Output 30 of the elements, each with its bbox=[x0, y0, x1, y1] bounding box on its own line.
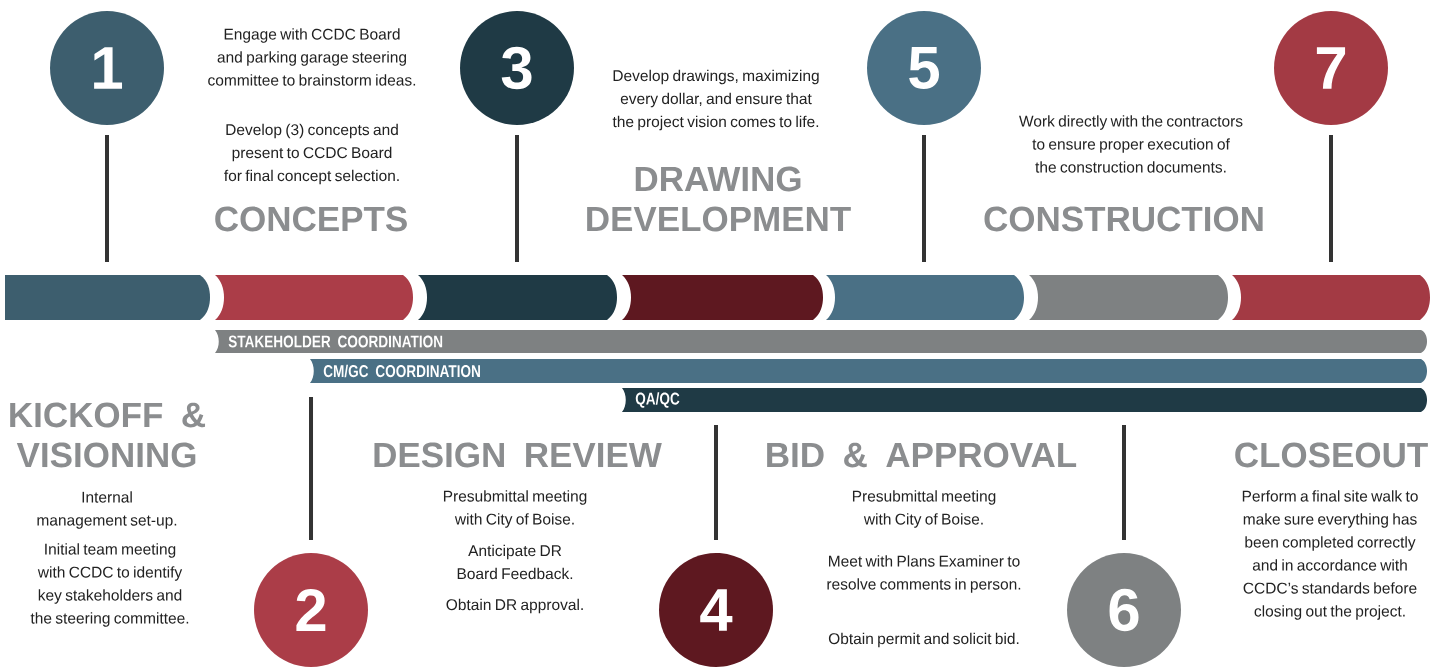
phase-heading: CONCEPTS bbox=[215, 206, 407, 232]
phase-description: Obtain permit and solicit bid. bbox=[828, 632, 1019, 648]
phase-description: Perform a final site walk to make sure everything has been completed correctly and in accordance with CCDC’s standards before closing out the project. bbox=[1242, 490, 1418, 620]
phase-heading: CLOSEOUT bbox=[1235, 442, 1428, 468]
phase-description: Presubmittal meeting with City of Boise. bbox=[443, 490, 587, 528]
phase-description: Anticipate DR Board Feedback. bbox=[457, 544, 573, 580]
phase-description: Presubmittal meeting with City of Boise. bbox=[852, 490, 996, 528]
phase-heading: CONSTRUCTION bbox=[984, 206, 1263, 232]
coordination-bar: QA/QC bbox=[622, 388, 1427, 412]
phase-description: Engage with CCDC Board and parking garage steering committee to brainstorm ideas. bbox=[208, 28, 416, 86]
phase-heading: BID & APPROVAL bbox=[767, 442, 1077, 468]
phase-description: Obtain DR approval. bbox=[446, 598, 583, 614]
timeline-segment bbox=[215, 275, 413, 320]
timeline-segment bbox=[5, 275, 210, 320]
coordination-bar: STAKEHOLDER COORDINATION bbox=[215, 330, 1427, 353]
phase-heading: DESIGN REVIEW bbox=[374, 442, 662, 468]
timeline-segment bbox=[1029, 275, 1228, 320]
phase-heading: KICKOFF & VISIONING bbox=[10, 402, 206, 468]
phase-description: Meet with Plans Examiner to resolve comments in person. bbox=[827, 555, 1021, 593]
phase-heading: DRAWING DEVELOPMENT bbox=[587, 166, 851, 232]
timeline-segment bbox=[826, 275, 1024, 320]
timeline-segment bbox=[1232, 275, 1430, 320]
phase-description: Develop (3) concepts and present to CCDC Board for final concept selection. bbox=[224, 123, 399, 185]
phase-description: Initial team meeting with CCDC to identify key stakeholders and the steering committee. bbox=[30, 543, 189, 627]
coordination-bar: CM/GC COORDINATION bbox=[310, 359, 1427, 383]
phase-description: Develop drawings, maximizing every dollar, and ensure that the project vision comes to life. bbox=[612, 69, 819, 131]
phase-description: Work directly with the contractors to ensure proper execution of the construction documents. bbox=[1019, 115, 1243, 173]
phase-description: Internal management set-up. bbox=[37, 491, 177, 529]
timeline-segment bbox=[418, 275, 617, 320]
timeline-segment bbox=[622, 275, 823, 320]
